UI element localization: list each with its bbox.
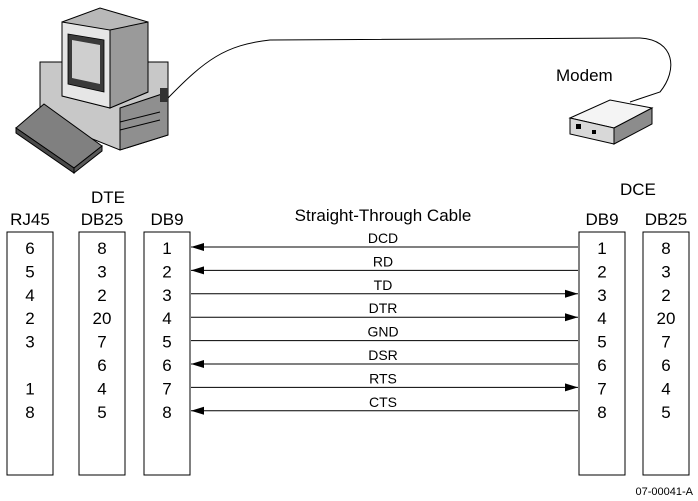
dte-rj45-pin: 1 [25, 379, 34, 398]
modem-cable [167, 37, 672, 103]
cts-label: CTS [369, 394, 397, 410]
dce-db9-pin: 6 [597, 356, 606, 375]
rd-label: RD [373, 253, 393, 269]
dte-rj45-pins: 6 5 4 2 3 1 8 [25, 239, 34, 422]
arrowhead [565, 383, 578, 392]
dte-db25-pin: 6 [97, 356, 106, 375]
dce-db25-pins: 8 3 2 20 7 6 4 5 [657, 239, 676, 422]
arrowhead [565, 289, 578, 298]
arrowhead [191, 266, 204, 275]
dce-db25-box [642, 231, 690, 476]
modem-icon [568, 99, 654, 145]
computer-icon [15, 7, 672, 175]
td-label: TD [374, 277, 393, 293]
dce-db9-pin: 1 [597, 239, 606, 258]
dce-db9-pin: 3 [597, 286, 606, 305]
dce-db9-pin: 2 [597, 262, 606, 281]
dte-db9-pin: 1 [162, 239, 171, 258]
dce-db25-header: DB25 [645, 210, 688, 229]
dte-db25-pin: 20 [93, 309, 112, 328]
dte-db9-pin: 5 [162, 333, 171, 352]
dce-db25-pin: 2 [661, 286, 670, 305]
figure-id: 07-00041-A [636, 486, 694, 498]
dcd-label: DCD [368, 230, 398, 246]
arrowhead [191, 360, 204, 368]
rts-label: RTS [369, 370, 397, 386]
dte-rj45-pin: 4 [25, 286, 34, 305]
dte-db25-box [78, 231, 126, 476]
dte-rj45-pin: 6 [25, 239, 34, 258]
dte-db25-pin: 5 [97, 403, 106, 422]
dce-db9-box [578, 231, 626, 476]
dte-db25-pins: 8 3 2 20 7 6 4 5 [93, 239, 112, 422]
gnd-label: GND [367, 324, 398, 340]
dte-db25-pin: 7 [97, 333, 106, 352]
dte-label: DTE [91, 188, 125, 207]
dte-db9-pins: 1 2 3 4 5 6 7 8 [162, 239, 171, 422]
dte-db25-header: DB25 [81, 210, 124, 229]
dte-rj45-pin: 2 [25, 309, 34, 328]
dce-db25-pin: 8 [661, 239, 670, 258]
dte-db9-pin: 8 [162, 403, 171, 422]
dte-db25-pin: 3 [97, 262, 106, 281]
dce-db25-pin: 6 [661, 356, 670, 375]
dce-db9-pin: 7 [597, 379, 606, 398]
signal-wires: DCD RD TD DTR GND DSR RTS CTS [191, 230, 578, 415]
dce-db25-pin: 20 [657, 309, 676, 328]
dte-db25-pin: 4 [97, 379, 106, 398]
arrowhead [191, 406, 204, 415]
arrowhead [191, 243, 204, 251]
dce-db9-pins: 1 2 3 4 5 6 7 8 [597, 239, 606, 422]
dte-db9-pin: 6 [162, 356, 171, 375]
dce-db25-pin: 3 [661, 262, 670, 281]
dte-rj45-box [6, 231, 54, 476]
dce-db9-pin: 8 [597, 403, 606, 422]
dte-db25-pin: 2 [97, 286, 106, 305]
dce-db9-pin: 5 [597, 333, 606, 352]
dte-rj45-header: RJ45 [10, 210, 50, 229]
dte-db25-pin: 8 [97, 239, 106, 258]
arrowhead [565, 313, 578, 322]
dte-db9-pin: 3 [162, 286, 171, 305]
dte-rj45-pin: 5 [25, 262, 34, 281]
dte-db9-pin: 7 [162, 379, 171, 398]
dte-rj45-pin: 8 [25, 403, 34, 422]
dce-db9-header: DB9 [585, 210, 618, 229]
dte-db9-header: DB9 [150, 210, 183, 229]
modem-label: Modem [556, 66, 613, 85]
dte-db9-pin: 4 [162, 309, 171, 328]
dtr-label: DTR [369, 300, 398, 316]
dte-rj45-pin: 3 [25, 333, 34, 352]
dsr-label: DSR [368, 347, 398, 363]
dce-label: DCE [620, 180, 656, 199]
dce-db25-pin: 7 [661, 333, 670, 352]
dte-db9-box [143, 231, 191, 476]
dce-db25-pin: 5 [661, 403, 670, 422]
dce-db25-pin: 4 [661, 379, 670, 398]
dte-db9-pin: 2 [162, 262, 171, 281]
cable-title: Straight-Through Cable [295, 206, 472, 225]
dce-db9-pin: 4 [597, 309, 606, 328]
